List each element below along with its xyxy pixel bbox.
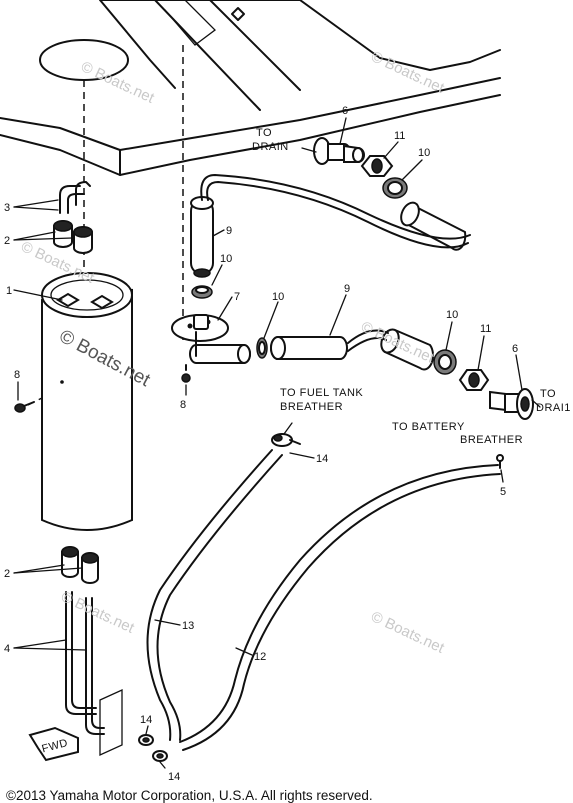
drain-fitting-6-lower [489,388,534,420]
callout-14-bottom-1: 14 [140,714,152,726]
callout-6-lower: 6 [512,343,518,355]
breather-canister [41,272,133,531]
hull-structure [0,0,501,176]
watermark: © Boats.net [368,608,447,657]
clamp-10-upper [382,177,408,199]
connecting-hoses [200,174,471,352]
breather-hose-12 [179,464,501,751]
callout-7: 7 [234,291,240,303]
callout-9-horizontal: 9 [344,283,350,295]
callout-12: 12 [254,651,266,663]
vertical-hose-9 [190,196,214,278]
callout-13: 13 [182,620,194,632]
to-drain-lower-line2: DRAI1 [536,402,571,414]
leader-lines [13,117,541,769]
forward-arrow: FWD [28,726,79,762]
watermark: © Boats.net [58,588,137,637]
to-battery-line2: BREATHER [460,434,523,446]
watermark: © Boats.net [368,48,447,97]
to-drain-upper-line1: TO [256,127,272,139]
callout-2-lower: 2 [4,568,10,580]
callout-10-center: 10 [220,253,232,265]
to-fuel-tank-line2: BREATHER [280,401,343,413]
clamp-10-center [191,285,213,299]
destination-labels: TO DRAIN TO DRAI1 TO FUEL TANK BREATHER … [252,127,571,446]
callout-numbers: 1 2 2 3 4 5 6 6 7 8 8 9 9 10 10 10 10 11… [4,105,518,783]
clamp-10-lower [433,349,457,375]
horizontal-hose-9 [270,336,348,360]
drain-fitting-6-upper [313,137,365,165]
callout-5: 5 [500,486,506,498]
callout-10-lower: 10 [446,309,458,321]
clamp-10-mid [256,337,268,359]
callout-14-bottom-2: 14 [168,771,180,783]
clip-5 [496,454,504,469]
callout-11-lower: 11 [480,323,491,335]
drain-tubes [65,591,123,757]
upper-grommets [53,220,93,254]
callout-4: 4 [4,643,10,655]
screw-left [14,401,35,413]
lower-grommets [61,546,99,584]
callout-1: 1 [6,285,12,297]
clip-14-bottom-1 [138,734,154,746]
callout-3: 3 [4,202,10,214]
clip-14-bottom-2 [152,750,168,762]
callout-14-top: 14 [316,453,328,465]
clip-14-top [271,433,301,447]
nut-11-lower [458,369,490,391]
callout-6-upper: 6 [342,105,348,117]
callout-9-vertical: 9 [226,225,232,237]
bent-tube-pair [59,181,91,214]
screw-center [181,364,191,383]
callout-2-upper: 2 [4,235,10,247]
short-hose-upper [400,201,467,251]
callout-8-left: 8 [14,369,20,381]
callout-10-upper: 10 [418,147,430,159]
to-fuel-tank-line1: TO FUEL TANK [280,387,363,399]
to-drain-upper-line2: DRAIN [252,141,289,153]
callout-10-mid: 10 [272,291,284,303]
copyright-notice: ©2013 Yamaha Motor Corporation, U.S.A. A… [6,788,373,803]
to-drain-lower-line1: TO [540,388,556,400]
callout-8-center: 8 [180,399,186,411]
to-battery-line1: TO BATTERY [392,421,465,433]
t-fitting-7 [171,314,251,364]
breather-hose-13 [146,449,283,741]
nut-11-upper [360,155,394,177]
callout-11-upper: 11 [394,130,405,142]
